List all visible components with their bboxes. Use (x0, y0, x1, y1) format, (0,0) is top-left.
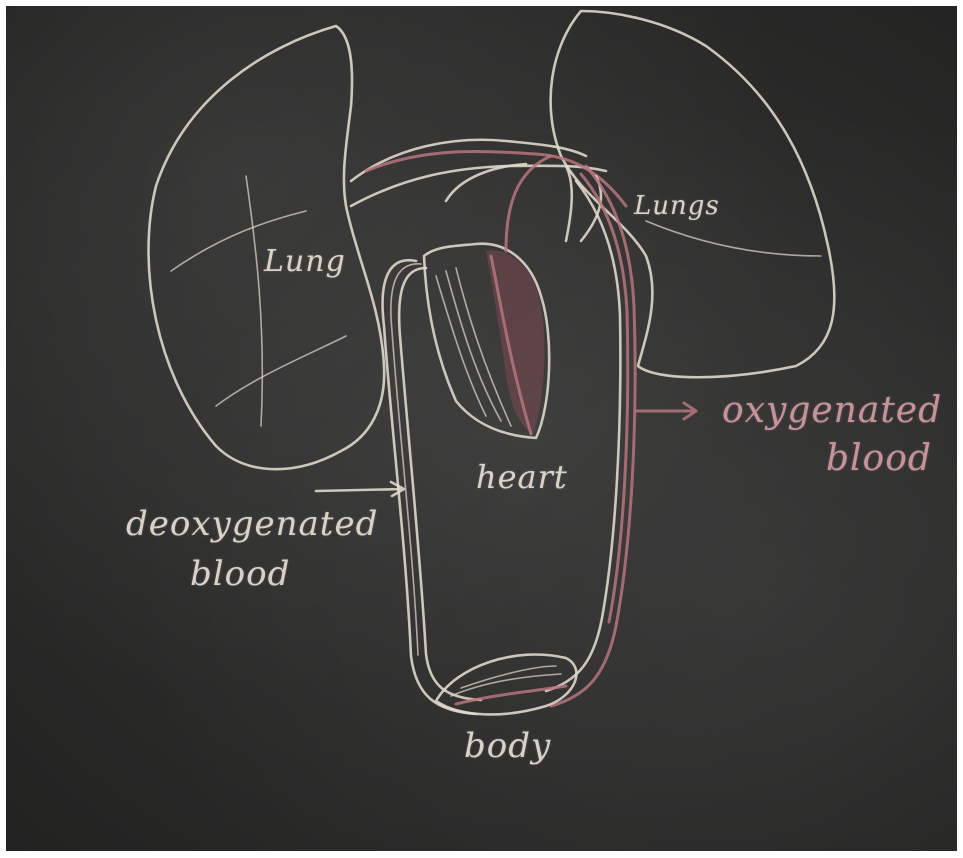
label-lung-left: Lung (264, 244, 346, 279)
label-lung-right: Lungs (634, 191, 720, 221)
deoxygenated-arrow (316, 482, 404, 496)
label-deoxygenated: deoxygenated (126, 504, 378, 544)
left-lung-lobe-line-2 (216, 336, 346, 406)
pulmonary-vessel-1 (351, 140, 586, 181)
oxygenated-arrow (636, 403, 696, 419)
label-heart: heart (476, 458, 568, 496)
label-blood-oxygenated: blood (826, 438, 932, 479)
pulmonary-vessel-4 (566, 166, 572, 241)
aorta-arch (506, 156, 551, 251)
body-capillary-3 (461, 666, 556, 688)
label-oxygenated: oxygenated (722, 390, 942, 431)
chalkboard: Lung Lungs heart oxygenated blood deoxyg… (6, 6, 957, 851)
oxygenated-vessel-outer (551, 166, 635, 706)
left-lung-lobe-line-3 (246, 176, 262, 426)
right-lung-lobe-line (646, 221, 821, 256)
deoxygenated-vessel-inner (399, 268, 481, 700)
label-blood-deoxygenated: blood (190, 554, 290, 594)
label-body: body (464, 726, 551, 766)
